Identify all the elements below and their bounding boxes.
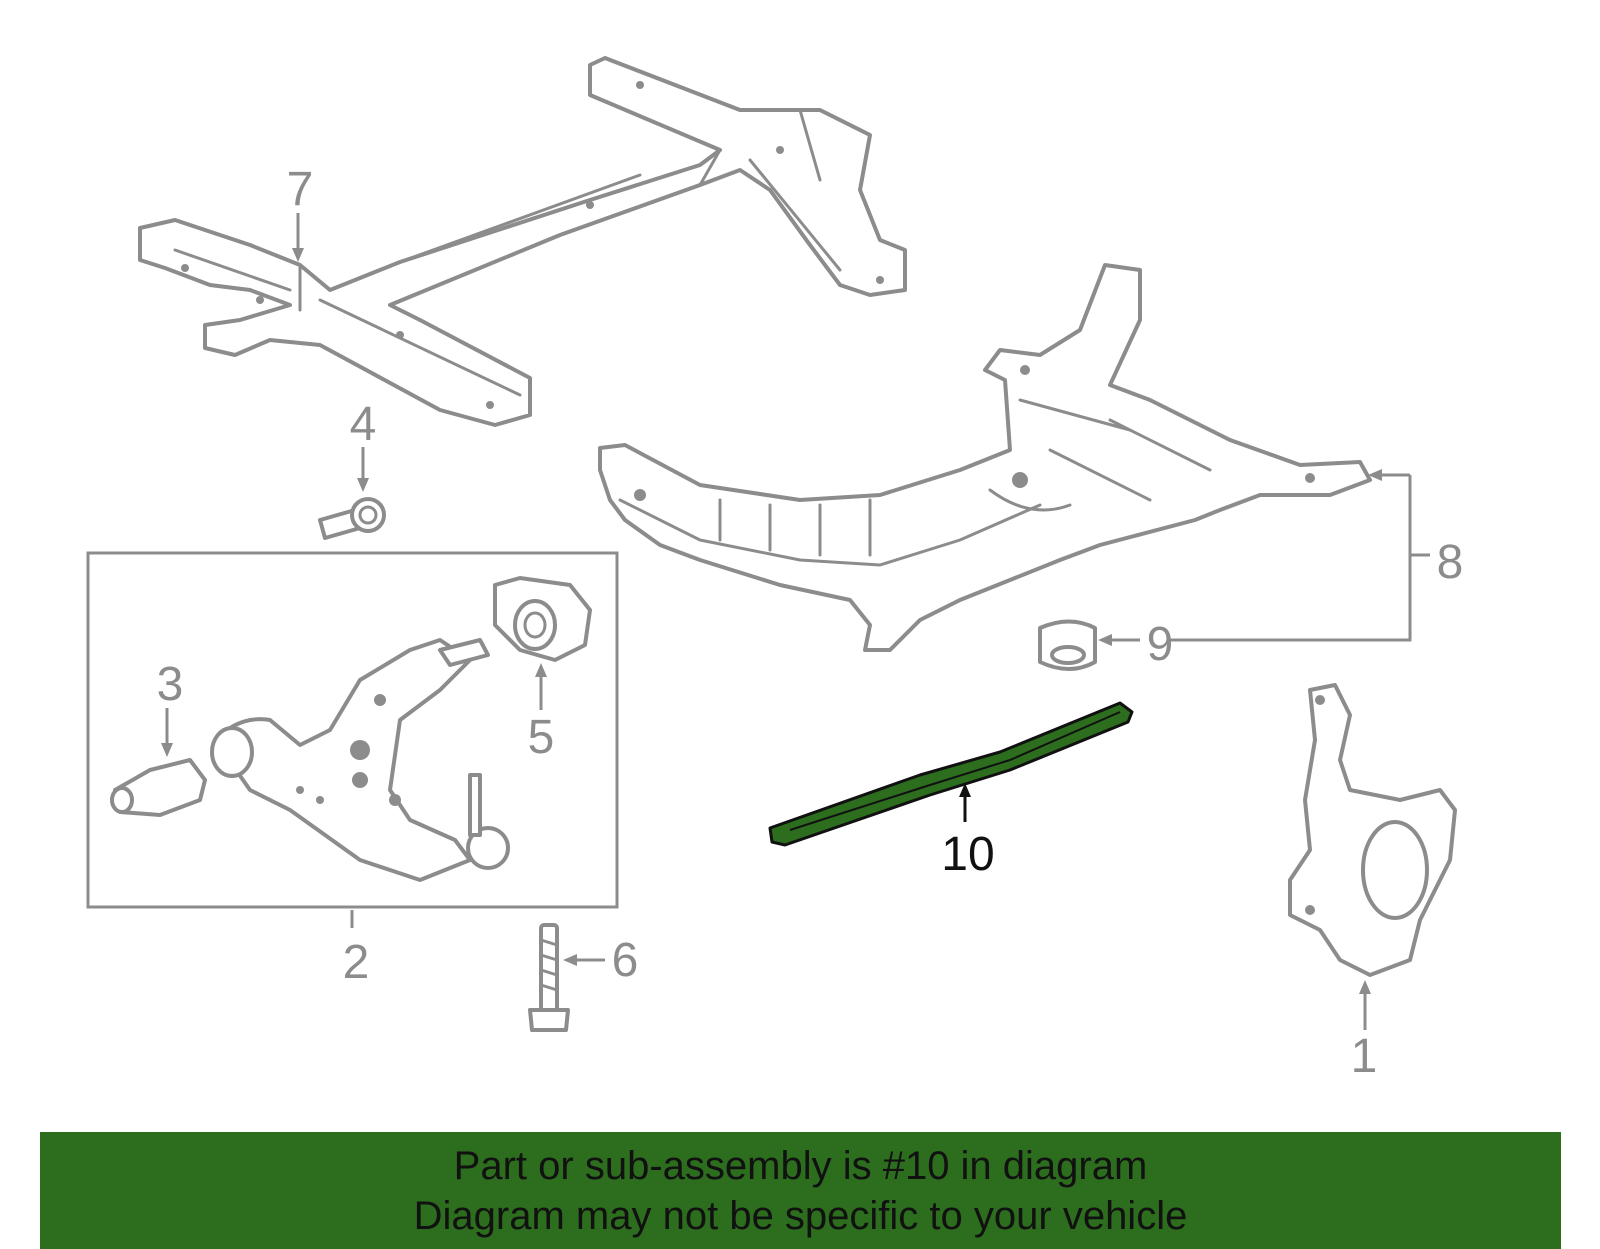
part-10-brace[interactable] xyxy=(768,701,1134,847)
banner-line-2: Diagram may not be specific to your vehi… xyxy=(413,1193,1188,1238)
part-8-subframe[interactable] xyxy=(598,263,1372,652)
info-banner: Part or sub-assembly is #10 in diagram D… xyxy=(40,1132,1561,1249)
part-5-bushing[interactable] xyxy=(493,576,592,662)
part-6-bolt[interactable] xyxy=(528,923,570,1032)
callout-6: 6 xyxy=(612,934,639,987)
callout-4: 4 xyxy=(350,398,377,451)
callout-1: 1 xyxy=(1351,1030,1378,1083)
callout-7: 7 xyxy=(287,163,314,216)
part-1-knuckle[interactable] xyxy=(1288,683,1457,977)
part-4-bolt[interactable] xyxy=(318,497,386,540)
part-2-assembly-box xyxy=(86,551,619,909)
callout-9: 9 xyxy=(1147,618,1174,671)
part-2-control-arm[interactable] xyxy=(210,638,510,882)
callout-2: 2 xyxy=(343,936,370,989)
callout-10: 10 xyxy=(941,828,994,881)
callout-leaders xyxy=(161,213,1430,1030)
callout-8: 8 xyxy=(1437,536,1464,589)
callout-5: 5 xyxy=(528,711,555,764)
part-9-bushing[interactable] xyxy=(1038,619,1097,671)
banner-line-1: Part or sub-assembly is #10 in diagram xyxy=(453,1143,1148,1188)
part-3-bushing[interactable] xyxy=(110,758,207,817)
part-7-crossmember[interactable] xyxy=(138,56,907,427)
callout-3: 3 xyxy=(157,658,184,711)
